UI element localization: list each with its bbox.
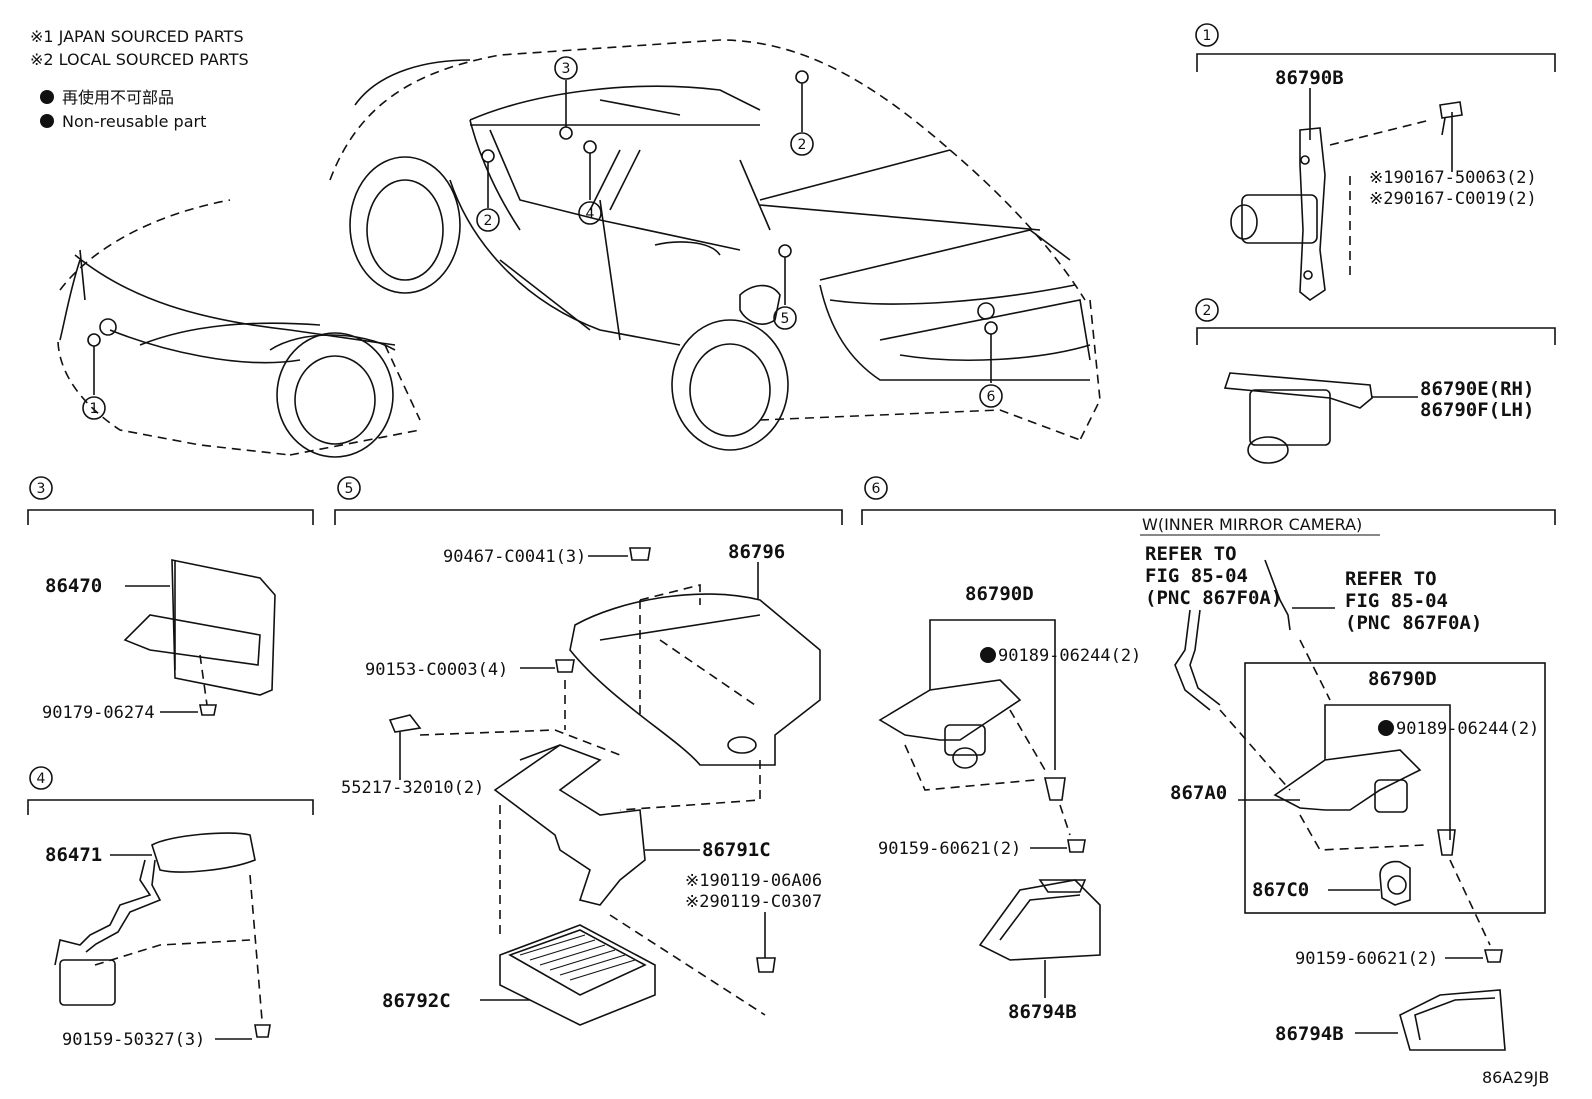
part-86796: 86796 [728,541,785,563]
section-2: 2 86790E(RH) 86790F(LH) [1195,298,1556,464]
legend-note-1: ※1 JAPAN SOURCED PARTS [30,27,244,46]
legend-nonreusable-en: Non-reusable part [62,112,206,131]
section-6: 6 W(INNER MIRROR CAMERA) 86790D 90189-06… [861,476,1556,1051]
refer-to-right-line2: FIG 85-04 [1345,590,1448,612]
callout-4-circle [578,201,602,225]
refer-to-right-line1: REFER TO [1345,568,1437,590]
bolt-spec-local: ※290167-C0019(2) [1369,189,1537,209]
refer-to-left-line1: REFER TO [1145,543,1237,565]
bolt-90119-C0307: ※290119-C0307 [685,892,822,912]
callout-5-circle [773,306,797,330]
section-6-number: 6 [872,481,881,497]
non-reusable-dot-icon [40,114,54,128]
callout-5-label: 5 [781,311,790,327]
screw-90153-C0003: 90153-C0003(4) [365,660,508,680]
section-3: 3 86470 90179-06274 [27,476,314,723]
part-86470: 86470 [45,575,102,597]
part-867C0: 867C0 [1252,879,1309,901]
refer-to-right-line3: (PNC 867F0A) [1345,612,1482,634]
clip-90189-06244-right: 90189-06244(2) [1396,719,1539,739]
legend-nonreusable-jp: 再使用不可部品 [62,88,174,107]
callout-1-circle [82,396,106,420]
section-2-number: 2 [1203,303,1212,319]
section-5: 5 90467-C0041(3) 86796 90153-C0003(4) 55… [334,476,843,1026]
screw-90159-60621-left: 90159-60621(2) [878,839,1021,859]
bolt-spec-japan: ※190167-50063(2) [1369,168,1537,188]
section-3-number: 3 [37,481,46,497]
callout-1-label: 1 [90,401,99,417]
part-86790D-right: 86790D [1368,668,1437,690]
callout-6-circle [979,384,1003,408]
section-5-number: 5 [345,481,354,497]
callout-4-label: 4 [586,206,595,222]
part-86790E-rh: 86790E(RH) [1420,378,1534,400]
fastener-90159-50327: 90159-50327(3) [62,1030,205,1050]
section-1: 1 86790B ※190167-50063(2) ※290167-C0019(… [1195,23,1556,301]
section-1-number: 1 [1203,28,1212,44]
legend: ※1 JAPAN SOURCED PARTS ※2 LOCAL SOURCED … [30,27,249,131]
part-86790D-left: 86790D [965,583,1034,605]
fastener-90179-06274: 90179-06274 [42,703,155,723]
non-reusable-dot-icon [40,90,54,104]
callout-3-label: 3 [562,61,571,77]
clip-90467-C0041: 90467-C0041(3) [443,547,586,567]
callout-3-circle [554,56,578,80]
callout-6-label: 6 [987,389,996,405]
part-867A0: 867A0 [1170,782,1227,804]
non-reusable-dot-icon [980,647,996,663]
clip-55217-32010: 55217-32010(2) [341,778,484,798]
callout-2-left-circle [476,208,500,232]
screw-90159-60621-right: 90159-60621(2) [1295,949,1438,969]
bolt-90119-06A06: ※190119-06A06 [685,871,822,891]
part-86790B: 86790B [1275,67,1344,89]
callout-2-right-label: 2 [798,137,807,153]
refer-to-left-line2: FIG 85-04 [1145,565,1248,587]
front-car-illustration [57,199,421,458]
callout-2-right-circle [790,132,814,156]
inner-mirror-camera-heading: W(INNER MIRROR CAMERA) [1142,515,1362,534]
part-86790F-lh: 86790F(LH) [1420,399,1534,421]
callout-2-left-label: 2 [484,213,493,229]
non-reusable-dot-icon [1378,720,1394,736]
part-86471: 86471 [45,844,102,866]
refer-to-left-line3: (PNC 867F0A) [1145,587,1282,609]
car-callouts: 1 3 2 4 2 5 6 [82,56,1003,420]
section-4: 4 86471 90159-50327(3) [27,766,314,1050]
part-86794B-left: 86794B [1008,1001,1077,1023]
part-86792C: 86792C [382,990,451,1012]
clip-90189-06244-left: 90189-06244(2) [998,646,1141,666]
section-4-number: 4 [37,771,46,787]
legend-note-2: ※2 LOCAL SOURCED PARTS [30,50,249,69]
figure-id: 86A29JB [1482,1068,1549,1087]
main-car-illustration [329,39,1101,451]
part-86791C: 86791C [702,839,771,861]
part-86794B-right: 86794B [1275,1023,1344,1045]
